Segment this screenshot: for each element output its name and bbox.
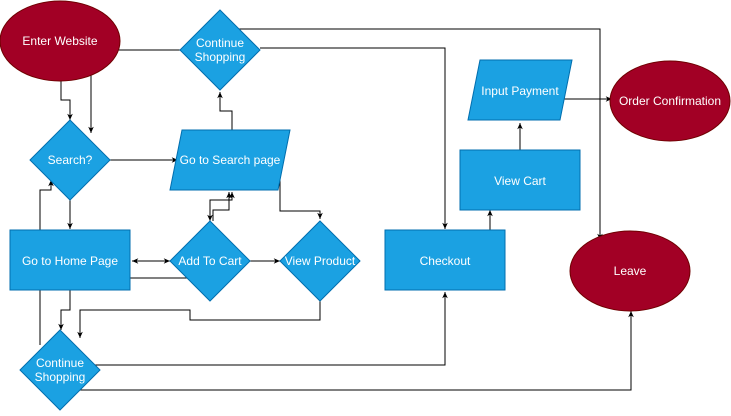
node-order-confirmation[interactable]: Order Confirmation [609, 60, 731, 142]
node-label-line-2: Shopping [195, 50, 246, 64]
edge-add-to-cart-to-search-page [212, 192, 232, 221]
node-label: Leave [614, 264, 647, 278]
terminal-shape [609, 60, 731, 142]
decision-shape [19, 329, 101, 411]
edge-continue-bottom-to-checkout [95, 292, 448, 366]
node-continue-shopping-top[interactable]: Continue Shopping [179, 9, 261, 91]
terminal-shape [569, 230, 691, 312]
process-shape [9, 229, 131, 291]
process-shape [384, 229, 506, 291]
node-label: View Product [285, 254, 356, 268]
node-view-product[interactable]: View Product [279, 220, 361, 302]
io-shape [169, 129, 291, 191]
node-label: View Cart [494, 174, 546, 188]
node-label: Add To Cart [178, 254, 242, 268]
node-label: Order Confirmation [619, 94, 721, 108]
node-label: Go to Search page [180, 153, 281, 167]
edge-home-to-continue-bottom [58, 290, 71, 330]
node-continue-shopping-bottom[interactable]: Continue Shopping [19, 329, 101, 411]
node-label: Input Payment [481, 84, 559, 98]
node-label-line-1: Continue [196, 36, 244, 50]
node-leave[interactable]: Leave [569, 230, 691, 312]
edge-enter-website-to-search [60, 78, 73, 120]
terminal-shape [0, 0, 121, 82]
node-label: Enter Website [22, 34, 97, 48]
node-enter-website[interactable]: Enter Website [0, 0, 121, 82]
node-go-to-search-page[interactable]: Go to Search page [169, 129, 291, 191]
decision-shape [279, 220, 361, 302]
decision-shape [179, 9, 261, 91]
node-label: Checkout [420, 254, 471, 268]
edge-search-page-to-continue-top [217, 92, 233, 130]
edge-search-page-to-view-product [279, 160, 323, 219]
node-view-cart[interactable]: View Cart [459, 149, 581, 211]
node-label: Go to Home Page [22, 254, 118, 268]
edge-search-page-add-to-cart [207, 192, 235, 221]
node-label-line-1: Continue [36, 356, 84, 370]
node-label: Search? [48, 153, 93, 167]
decision-shape [169, 220, 251, 302]
node-add-to-cart[interactable]: Add To Cart [169, 220, 251, 302]
node-checkout[interactable]: Checkout [384, 229, 506, 291]
node-go-to-home-page[interactable]: Go to Home Page [9, 229, 131, 291]
process-shape [459, 149, 581, 211]
decision-shape [29, 119, 111, 201]
edge-view-product-to-continue-bottom [77, 300, 321, 338]
edge-continue-top-to-checkout [260, 47, 448, 229]
edge-continue-bottom-to-leave [60, 311, 634, 391]
node-input-payment[interactable]: Input Payment [467, 59, 573, 121]
node-search[interactable]: Search? [29, 119, 111, 201]
node-label-line-2: Shopping [35, 370, 86, 384]
io-shape [467, 59, 573, 121]
